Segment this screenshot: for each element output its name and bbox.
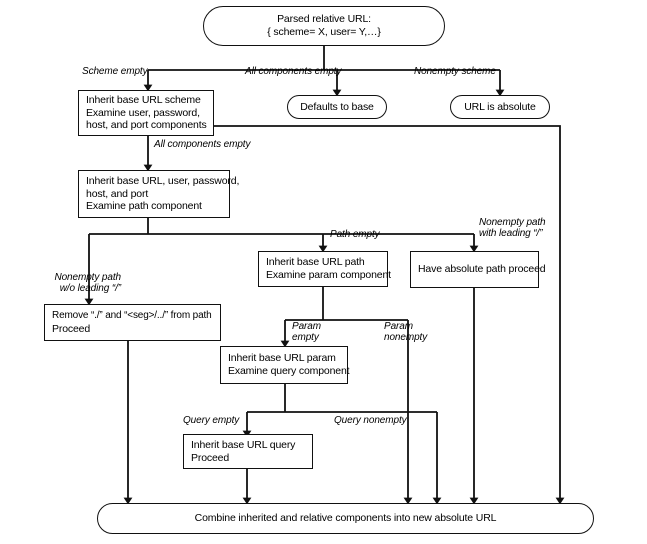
edge-label-nonempty-scheme: Nonempty scheme (414, 66, 496, 77)
edge-label-param-nonempty: Param nonempty (384, 321, 427, 344)
node-line: Defaults to base (300, 100, 374, 113)
node-line: Have absolute path proceed (418, 263, 546, 276)
node-line: Inherit base URL query (191, 438, 296, 451)
node-inherit-base-url-param[interactable]: Inherit base URL param Examine query com… (220, 346, 350, 384)
node-line: Examine user, password, (86, 106, 200, 119)
node-line: Inherit base URL param (228, 352, 336, 365)
node-line: Inherit base URL path (266, 256, 365, 269)
node-line: host, and port (86, 187, 149, 200)
node-line: Examine param component (266, 269, 391, 281)
edge-label-param-empty: Param empty (292, 321, 321, 344)
node-inherit-base-url-scheme[interactable]: Inherit base URL scheme Examine user, pa… (78, 90, 214, 136)
edge-label-line: nonempty (384, 332, 428, 344)
edge-label-line: empty (292, 332, 319, 344)
node-line: Examine query component (228, 365, 350, 377)
edge-label-line: Param (384, 321, 413, 332)
node-inherit-base-url-path[interactable]: Inherit base URL path Examine param comp… (258, 251, 391, 287)
node-inherit-base-url-authority[interactable]: Inherit base URL, user, password, host, … (78, 170, 240, 218)
edge-label-nonempty-path-with-leading-slash: Nonempty path with leading “/” (479, 217, 546, 240)
node-parsed-relative-url[interactable]: Parsed relative URL: { scheme= X, user= … (203, 6, 445, 46)
edge-label-path-empty: Path empty (330, 229, 380, 240)
node-line: Parsed relative URL: (277, 13, 371, 26)
edge-label-query-empty: Query empty (183, 415, 240, 426)
edge-label-line: Nonempty path (54, 272, 121, 283)
node-inherit-base-url-query[interactable]: Inherit base URL query Proceed (183, 434, 313, 469)
node-line: Proceed (191, 451, 230, 464)
node-combine-into-absolute-url[interactable]: Combine inherited and relative component… (97, 503, 594, 534)
edge-label-all-components-empty-top: All components empty (245, 66, 342, 77)
edge-label-line: Nonempty path (479, 217, 546, 228)
edge-label-line: Param (292, 321, 321, 332)
node-line: Inherit base URL, user, password, (86, 175, 240, 188)
node-line: Examine path component (86, 200, 202, 213)
node-line: { scheme= X, user= Y,…} (267, 26, 381, 38)
edge-label-scheme-empty: Scheme empty (82, 66, 148, 77)
edge-label-line: with leading “/” (479, 228, 543, 240)
node-url-is-absolute[interactable]: URL is absolute (450, 95, 550, 119)
edge-label-line: w/o leading “/” (59, 283, 121, 295)
node-defaults-to-base[interactable]: Defaults to base (287, 95, 387, 119)
node-line: Combine inherited and relative component… (194, 512, 497, 525)
node-line: URL is absolute (464, 100, 536, 113)
node-line: Proceed (52, 322, 91, 335)
edge-label-nonempty-path-without-leading-slash: Nonempty path w/o leading “/” (46, 272, 121, 295)
node-line: host, and port components (86, 119, 207, 132)
node-line: Inherit base URL scheme (86, 94, 201, 107)
node-have-absolute-path-proceed[interactable]: Have absolute path proceed (410, 251, 546, 288)
edge-label-all-components-empty-second: All components empty (154, 139, 251, 150)
edge-label-query-nonempty: Query nonempty (334, 415, 407, 426)
node-line: Remove “./” and “<seg>/../” from path (52, 309, 212, 321)
node-remove-dot-segments[interactable]: Remove “./” and “<seg>/../” from path Pr… (44, 304, 221, 341)
edge-scheme-to-combine (214, 125, 565, 505)
